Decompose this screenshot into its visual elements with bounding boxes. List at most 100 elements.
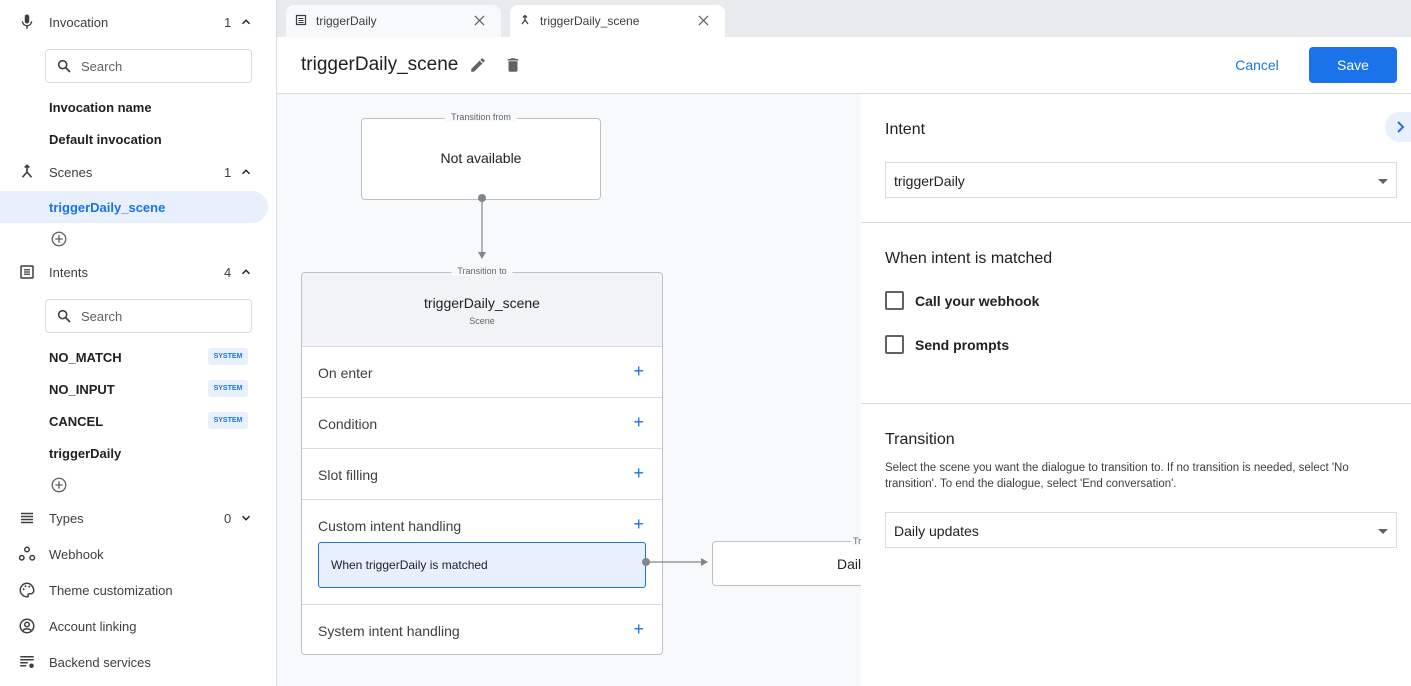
scene-card-header[interactable]: Transition to triggerDaily_scene Scene	[302, 266, 662, 346]
intent-icon	[20, 265, 34, 279]
item-label: Account linking	[49, 618, 137, 634]
dropdown-arrow-icon	[1378, 179, 1388, 184]
transition-select[interactable]: Daily updates	[885, 512, 1397, 548]
scene-name: triggerDaily_scene	[424, 295, 540, 311]
row-condition[interactable]: Condition +	[302, 397, 662, 448]
sidebar-item-no-match[interactable]: NO_MATCH	[49, 350, 122, 365]
add-icon[interactable]: +	[633, 361, 644, 381]
sidebar-item-webhook[interactable]: Webhook	[0, 536, 276, 572]
account-icon	[19, 618, 35, 634]
call-webhook-checkbox[interactable]: Call your webhook	[885, 291, 1039, 310]
checkbox-label: Send prompts	[915, 336, 1010, 353]
add-scene-icon[interactable]	[50, 230, 68, 248]
collapse-panel-button[interactable]	[1385, 112, 1411, 142]
section-label: Intents	[49, 264, 89, 280]
add-intent-icon[interactable]	[50, 476, 68, 494]
checkbox-icon[interactable]	[885, 335, 904, 354]
chevron-down-icon[interactable]	[239, 511, 253, 525]
item-label: Theme customization	[49, 582, 173, 598]
system-badge: SYSTEM	[208, 380, 248, 397]
system-badge: SYSTEM	[208, 412, 248, 429]
section-label: Types	[49, 510, 84, 526]
sidebar-item-cancel[interactable]: CANCEL	[49, 414, 104, 429]
intent-value: triggerDaily	[894, 173, 965, 189]
section-count: 1	[224, 164, 232, 180]
scene-canvas[interactable]: Transition from Not available Transition…	[277, 94, 861, 686]
row-label: System intent handling	[318, 623, 460, 639]
sidebar-item-default-invocation[interactable]: Default invocation	[49, 132, 162, 147]
matched-heading: When intent is matched	[885, 250, 1053, 267]
intent-handler-item[interactable]: When triggerDaily is matched	[318, 542, 646, 588]
add-icon[interactable]: +	[633, 619, 644, 639]
divider	[861, 403, 1411, 404]
item-label: Webhook	[49, 546, 104, 562]
palette-icon	[19, 582, 35, 598]
row-label: Condition	[318, 416, 378, 432]
edit-icon[interactable]	[469, 56, 487, 74]
tab-bar: triggerDaily triggerDaily_scene	[277, 0, 1411, 37]
chevron-up-icon[interactable]	[239, 15, 253, 29]
row-slot-filling[interactable]: Slot filling +	[302, 448, 662, 499]
sidebar-item-no-input[interactable]: NO_INPUT	[49, 382, 115, 397]
sidebar-item-backend-services[interactable]: Backend services	[0, 644, 276, 680]
close-icon[interactable]	[698, 15, 709, 26]
target-value: Dail	[837, 556, 861, 572]
backend-settings-icon	[20, 656, 34, 668]
row-label: Custom intent handling	[318, 518, 462, 534]
sidebar-item-theme[interactable]: Theme customization	[0, 572, 276, 608]
search-input[interactable]	[81, 58, 231, 74]
intent-heading: Intent	[885, 121, 926, 138]
sidebar-section-types[interactable]: Types 0	[0, 500, 276, 536]
send-prompts-checkbox[interactable]: Send prompts	[885, 335, 1009, 354]
sidebar-item-account-linking[interactable]: Account linking	[0, 608, 276, 644]
add-icon[interactable]: +	[633, 463, 644, 483]
tab-triggerdaily-scene[interactable]: triggerDaily_scene	[510, 5, 725, 37]
row-system-intent-handling[interactable]: System intent handling +	[302, 604, 662, 655]
sidebar-section-scenes[interactable]: Scenes 1	[0, 154, 276, 190]
delete-icon[interactable]	[504, 55, 522, 75]
item-label: Backend services	[49, 654, 151, 670]
invocation-search[interactable]	[45, 49, 252, 83]
cancel-button[interactable]: Cancel	[1225, 47, 1289, 83]
sidebar-item-triggerdaily-scene[interactable]: triggerDaily_scene	[0, 191, 268, 223]
row-label: Slot filling	[318, 467, 378, 483]
scene-icon	[521, 14, 529, 25]
page-header: triggerDaily_scene Cancel Save	[277, 37, 1411, 94]
scene-card: Transition to triggerDaily_scene Scene O…	[301, 266, 663, 655]
save-button[interactable]: Save	[1309, 47, 1397, 83]
sidebar-item-invocation-name[interactable]: Invocation name	[49, 100, 152, 115]
transition-description: Select the scene you want the dialogue t…	[885, 462, 1349, 490]
transition-from-box: Transition from Not available	[361, 112, 601, 200]
close-icon[interactable]	[474, 15, 485, 26]
section-label: Invocation	[49, 14, 109, 30]
section-label: Scenes	[49, 164, 93, 180]
tab-label: triggerDaily_scene	[540, 14, 640, 28]
checkbox-icon[interactable]	[885, 291, 904, 310]
search-input[interactable]	[81, 308, 231, 324]
row-on-enter[interactable]: On enter +	[302, 346, 662, 397]
handler-label: When triggerDaily is matched	[331, 558, 488, 572]
intent-select[interactable]: triggerDaily	[885, 162, 1397, 198]
row-label: On enter	[318, 365, 373, 381]
sidebar-section-intents[interactable]: Intents 4	[0, 254, 276, 290]
checkbox-label: Call your webhook	[915, 292, 1040, 309]
webhook-icon	[18, 546, 36, 561]
row-custom-intent-handling[interactable]: Custom intent handling + When triggerDail…	[302, 499, 662, 604]
sidebar-section-invocation[interactable]: Invocation 1	[0, 4, 276, 40]
intent-panel: Intent triggerDaily When intent is match…	[861, 94, 1411, 686]
connector-arrow	[642, 558, 708, 566]
search-icon	[57, 59, 71, 73]
add-icon[interactable]: +	[633, 412, 644, 432]
transition-target-box[interactable]: Tr Dail	[712, 536, 861, 586]
sidebar-item-triggerdaily[interactable]: triggerDaily	[49, 446, 122, 461]
tab-triggerdaily[interactable]: triggerDaily	[286, 5, 501, 37]
microphone-icon	[21, 14, 33, 29]
intents-search[interactable]	[45, 299, 252, 333]
scene-label: triggerDaily_scene	[49, 200, 166, 215]
chevron-up-icon[interactable]	[239, 165, 253, 179]
chevron-up-icon[interactable]	[239, 265, 253, 279]
scene-subtitle: Scene	[469, 316, 495, 326]
system-badge: SYSTEM	[208, 348, 248, 365]
transition-value: Daily updates	[894, 523, 979, 539]
add-icon[interactable]: +	[633, 514, 644, 534]
